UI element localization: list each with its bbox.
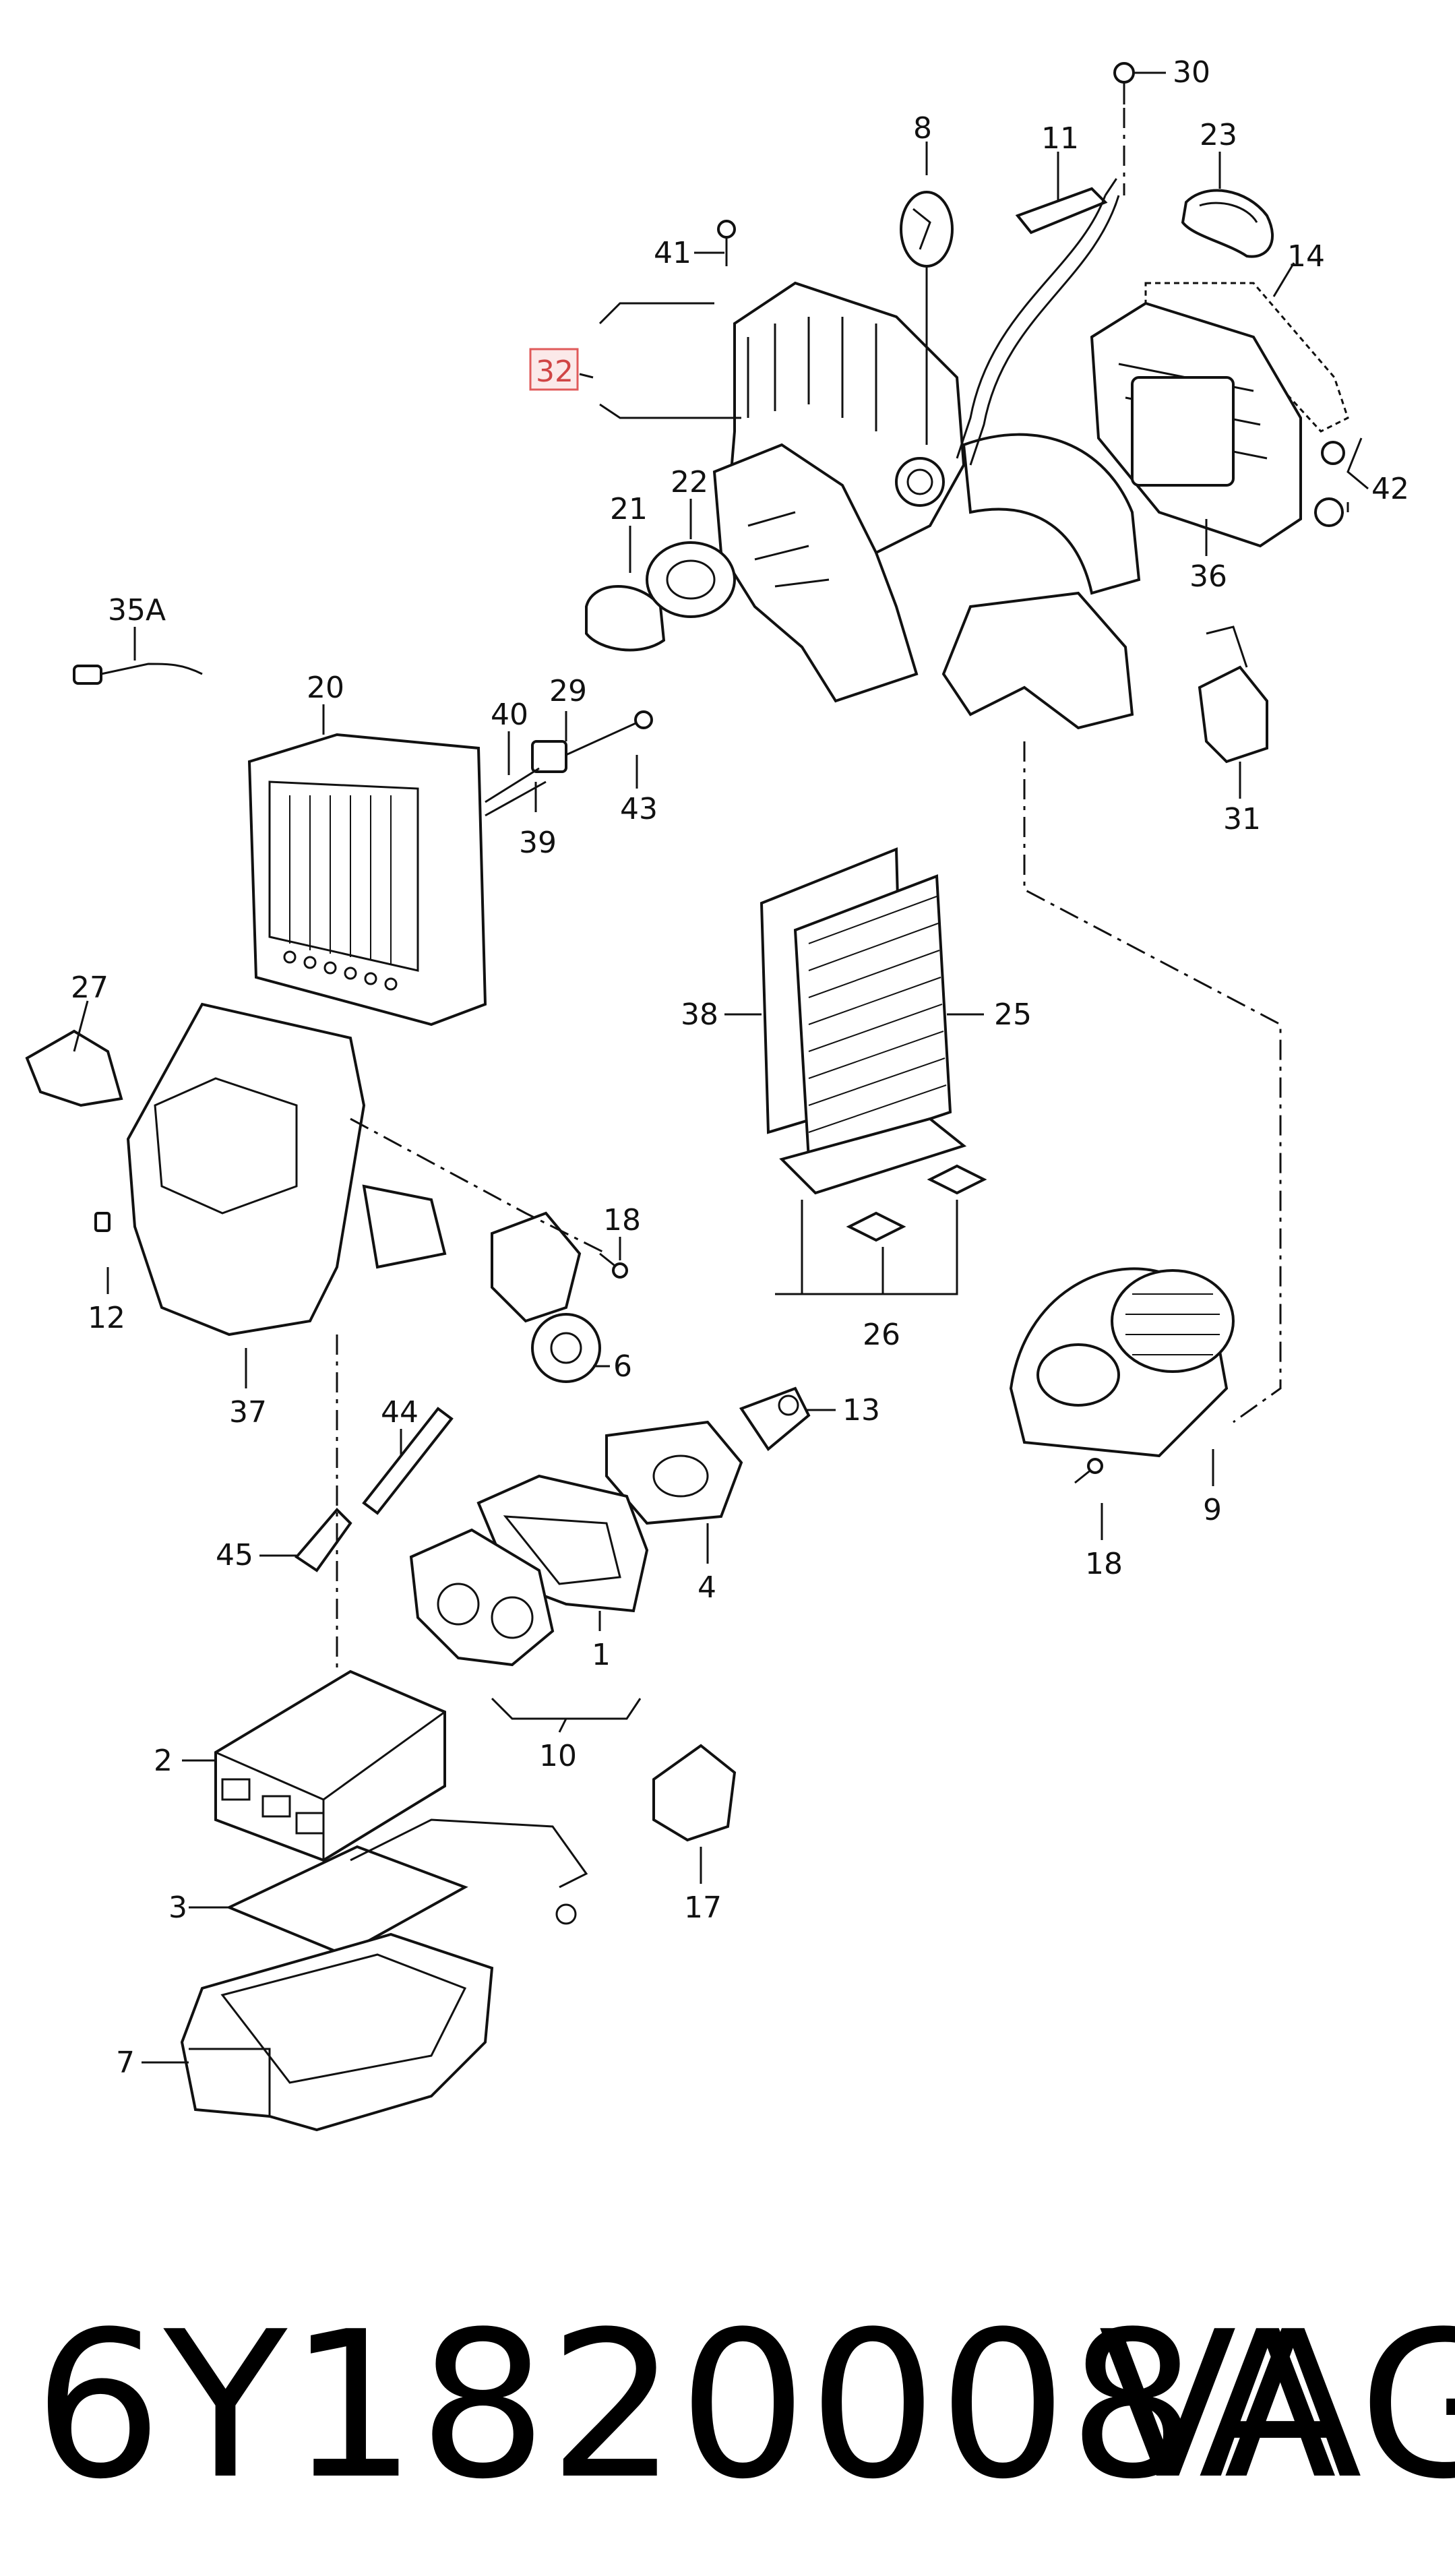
label-1: 1 (592, 1638, 611, 1672)
label-21: 21 (610, 492, 648, 526)
exploded-parts-diagram: 30 8 11 23 41 14 32 42 22 21 36 35A 20 2… (25, 55, 1409, 2132)
part-4 (605, 1420, 743, 1525)
part-8 (900, 191, 954, 445)
part-12 (94, 1212, 111, 1232)
part-23 (1181, 189, 1274, 258)
part-3 (226, 1818, 588, 1957)
part-7 (180, 1932, 494, 2132)
part-41 (717, 220, 736, 266)
label-41: 41 (654, 236, 691, 270)
part-30 (1113, 62, 1135, 104)
label-29: 29 (549, 674, 587, 708)
label-7: 7 (116, 2046, 135, 2080)
label-25: 25 (994, 998, 1032, 1032)
part-26 (775, 1117, 987, 1295)
part-44 (362, 1407, 454, 1515)
label-44: 44 (381, 1395, 419, 1430)
upper-housing-part (712, 281, 1141, 730)
label-18-lower: 18 (1085, 1547, 1123, 1581)
label-14: 14 (1287, 239, 1325, 274)
label-35a: 35A (108, 593, 166, 627)
part-6 (491, 1211, 601, 1383)
part-45 (295, 1508, 352, 1572)
label-17: 17 (684, 1891, 722, 1925)
part-42 (1314, 441, 1345, 527)
label-11: 11 (1041, 121, 1079, 156)
part-17 (652, 1744, 737, 1842)
part-2 (214, 1669, 446, 1862)
part-9 (1009, 1267, 1235, 1458)
dash-lines (336, 108, 1282, 1672)
part-35a (73, 663, 203, 685)
part-13 (739, 1386, 811, 1451)
part-18-screw (599, 1252, 628, 1279)
part-21 (585, 585, 666, 652)
label-12: 12 (88, 1301, 125, 1335)
label-31: 31 (1223, 802, 1261, 836)
leader-lines (73, 71, 1369, 2064)
label-23: 23 (1200, 118, 1237, 152)
part-number: 6Y1820008A (34, 2288, 1338, 2523)
part-22 (646, 541, 736, 618)
label-39: 39 (519, 826, 557, 860)
label-20: 20 (307, 671, 344, 705)
callout-labels: 30 8 11 23 41 14 32 42 22 21 36 35A 20 2… (71, 55, 1409, 2080)
label-43: 43 (620, 792, 658, 826)
label-3: 3 (168, 1891, 187, 1925)
part-36 (1090, 301, 1302, 548)
label-40: 40 (491, 698, 528, 732)
part-18-screw-lower (1074, 1458, 1103, 1484)
label-10: 10 (539, 1739, 577, 1773)
label-42: 42 (1371, 472, 1409, 506)
label-26: 26 (863, 1318, 900, 1352)
label-8: 8 (913, 111, 932, 146)
part-11 (956, 187, 1120, 466)
label-37: 37 (229, 1395, 267, 1430)
part-31 (1198, 625, 1268, 764)
part-10 (409, 1528, 555, 1667)
label-32-highlight (529, 348, 579, 391)
label-22: 22 (671, 465, 708, 499)
label-45: 45 (216, 1538, 253, 1572)
label-38: 38 (681, 998, 718, 1032)
label-13: 13 (842, 1393, 880, 1428)
label-2: 2 (154, 1744, 173, 1778)
brand-name: VAG (1098, 2288, 1455, 2523)
label-9: 9 (1203, 1493, 1222, 1527)
label-32: 32 (536, 355, 574, 389)
label-36: 36 (1189, 559, 1227, 594)
part-20 (247, 733, 487, 1026)
part-37 (126, 1002, 447, 1337)
label-4: 4 (698, 1570, 716, 1605)
label-27: 27 (71, 971, 109, 1005)
footer: 6Y1820008A VAG (0, 2278, 1455, 2534)
part-25 (793, 874, 952, 1161)
label-30: 30 (1173, 55, 1210, 90)
label-18-upper: 18 (603, 1203, 641, 1237)
label-6: 6 (613, 1349, 632, 1384)
part-27 (25, 1029, 123, 1107)
